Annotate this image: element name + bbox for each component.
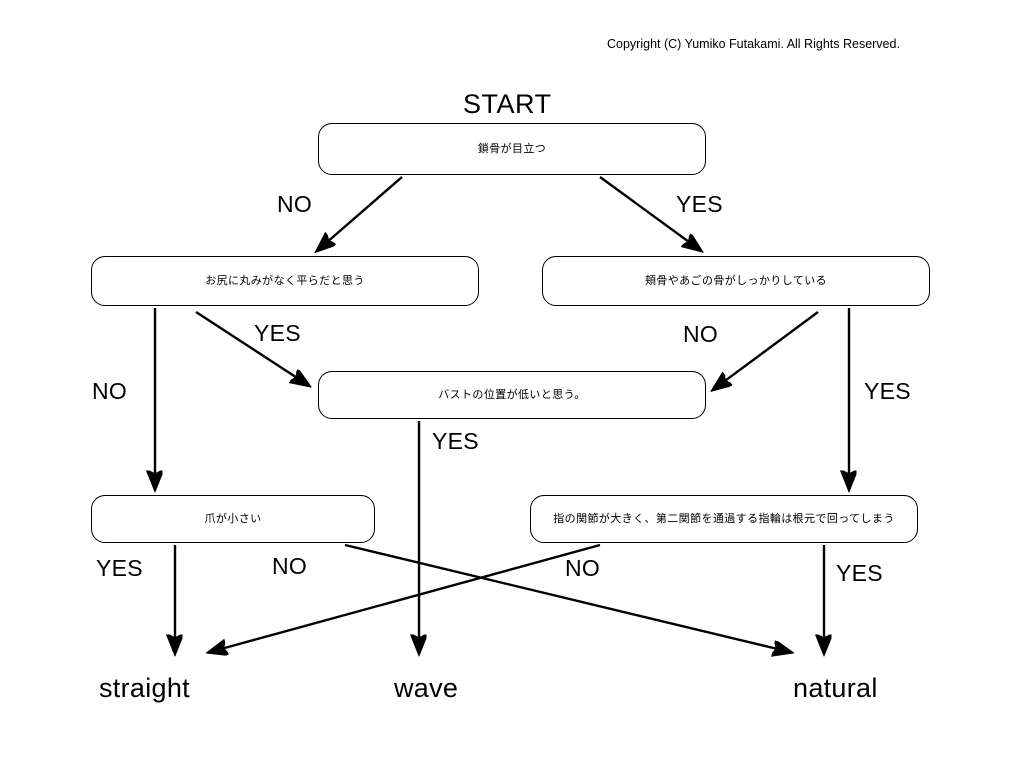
edge-label-q3-no: NO [683,321,719,347]
edge-q3-to-q4 [714,311,819,389]
flowchart-node-q6: 指の関節が大きく、第二関節を通過する指輪は根元で回ってしまう [530,495,918,543]
edge-q1-to-q2 [318,176,403,250]
edge-label-q3-yes: YES [864,378,911,404]
copyright-notice: Copyright (C) Yumiko Futakami. All Right… [607,37,900,51]
node-label: 鎖骨が目立つ [477,142,547,156]
result-label-straight: straight [99,673,190,703]
node-label: バストの位置が低いと思う。 [438,388,586,402]
edge-label-q5-yes: YES [96,555,143,581]
edge-label-q4-yes: YES [432,428,479,454]
flowchart-node-q4: バストの位置が低いと思う。 [318,371,706,419]
edge-label-q1-no: NO [277,191,313,217]
edge-label-q6-yes: YES [836,560,883,586]
edge-q1-to-q3 [599,176,700,250]
edge-label-q1-yes: YES [676,191,723,217]
node-label: 爪が小さい [204,512,262,526]
result-label-natural: natural [793,673,878,703]
result-label-wave: wave [394,673,459,703]
start-title: START [463,89,552,119]
edge-label-q2-yes: YES [254,320,301,346]
flowchart-node-q3: 頬骨やあごの骨がしっかりしている [542,256,930,306]
edge-label-q5-no: NO [272,553,308,579]
flowchart-node-q2: お尻に丸みがなく平らだと思う [91,256,479,306]
flowchart-node-q5: 爪が小さい [91,495,375,543]
edge-label-q2-no: NO [92,378,128,404]
edge-q6-to-straight [210,543,601,652]
node-label: お尻に丸みがなく平らだと思う [205,274,365,288]
edge-q5-to-natural [344,543,790,652]
edge-label-q6-no: NO [565,555,601,581]
edge-q2-to-q4 [195,310,308,385]
node-label: 頬骨やあごの骨がしっかりしている [644,274,828,288]
node-label: 指の関節が大きく、第二関節を通過する指輪は根元で回ってしまう [553,512,895,526]
flowchart-node-q1: 鎖骨が目立つ [318,123,706,175]
